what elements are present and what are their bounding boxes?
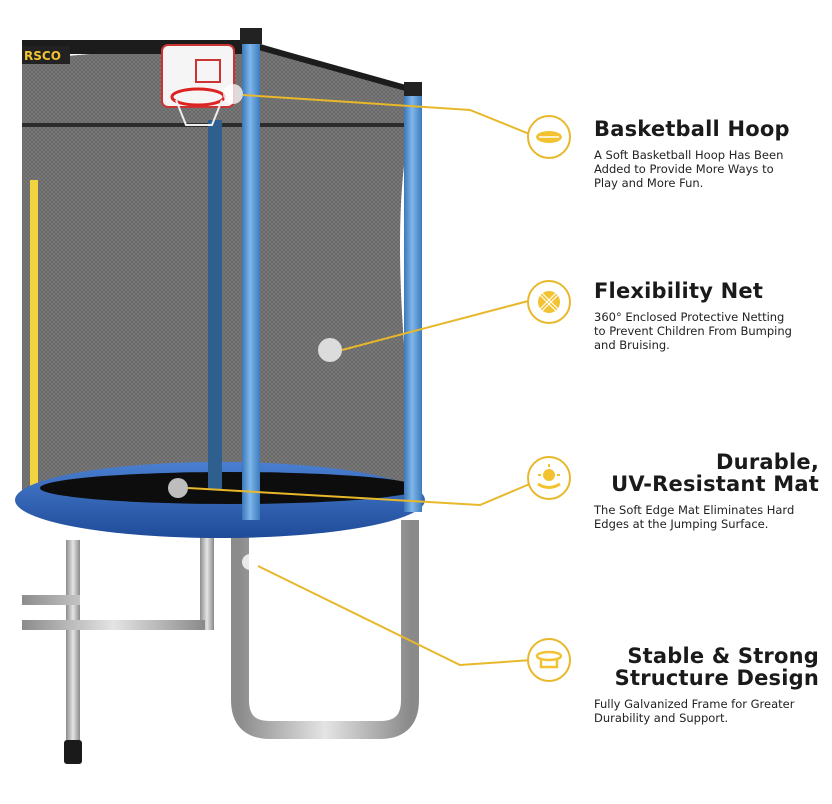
feature-description: The Soft Edge Mat Eliminates Hard Edges … <box>594 503 819 531</box>
feature-flexibility-net: Flexibility Net 360° Enclosed Protective… <box>594 280 819 352</box>
mat-callout-line <box>187 482 533 507</box>
description-line: Durability and Support. <box>594 711 729 725</box>
description-line: A Soft Basketball Hoop Has Been <box>594 148 784 162</box>
pole-front <box>242 40 260 520</box>
basketball-hoop-icon <box>527 115 571 159</box>
description-line: Added to Provide More Ways to <box>594 162 774 176</box>
feature-title-line: Structure Design <box>614 666 819 690</box>
feature-title-line: Durable, <box>716 450 819 474</box>
leg-callout-dot <box>242 554 258 570</box>
feature-title-line: UV-Resistant Mat <box>611 472 819 496</box>
frame-icon <box>527 638 571 682</box>
net-callout-line <box>341 299 533 351</box>
u-leg-front <box>231 520 419 739</box>
feature-title-line: Flexibility Net <box>594 279 764 303</box>
description-line: Play and More Fun. <box>594 176 704 190</box>
feature-title: Stable & Strong Structure Design <box>594 645 819 689</box>
net-icon <box>527 280 571 324</box>
feature-basketball-hoop: Basketball Hoop A Soft Basketball Hoop H… <box>594 118 819 190</box>
feature-title: Basketball Hoop <box>594 118 819 140</box>
net-zipper <box>30 180 38 500</box>
hoop-callout-line <box>242 94 533 136</box>
feature-title: Flexibility Net <box>594 280 819 302</box>
description-line: 360° Enclosed Protective Netting <box>594 310 785 324</box>
feature-title-line: Stable & Strong <box>627 644 819 668</box>
brand-tab <box>22 46 70 64</box>
brand-label: RSCO <box>24 49 61 63</box>
feature-title-line: Basketball Hoop <box>594 117 790 141</box>
pole-right <box>404 92 422 512</box>
feature-structure: Stable & Strong Structure Design Fully G… <box>594 645 819 725</box>
pole-back <box>208 120 222 490</box>
description-line: The Soft Edge Mat Eliminates Hard <box>594 503 795 517</box>
feature-title: Durable, UV-Resistant Mat <box>594 451 819 495</box>
net-callout-dot <box>318 338 342 362</box>
feature-uv-mat: Durable, UV-Resistant Mat The Soft Edge … <box>594 451 819 531</box>
leg-back-left <box>66 540 80 760</box>
description-line: Fully Galvanized Frame for Greater <box>594 697 795 711</box>
mat-callout-dot <box>168 478 188 498</box>
jump-mat <box>40 472 420 504</box>
description-line: Edges at the Jumping Surface. <box>594 517 769 531</box>
feature-description: 360° Enclosed Protective Netting to Prev… <box>594 310 819 352</box>
sun-mat-icon <box>527 456 571 500</box>
leg-back-mid <box>200 520 214 630</box>
feature-description: A Soft Basketball Hoop Has Been Added to… <box>594 148 819 190</box>
hoop-callout-dot <box>223 84 243 104</box>
leg-callout-line <box>257 565 533 667</box>
description-line: and Bruising. <box>594 338 670 352</box>
description-line: to Prevent Children From Bumping <box>594 324 792 338</box>
feature-description: Fully Galvanized Frame for Greater Durab… <box>594 697 819 725</box>
